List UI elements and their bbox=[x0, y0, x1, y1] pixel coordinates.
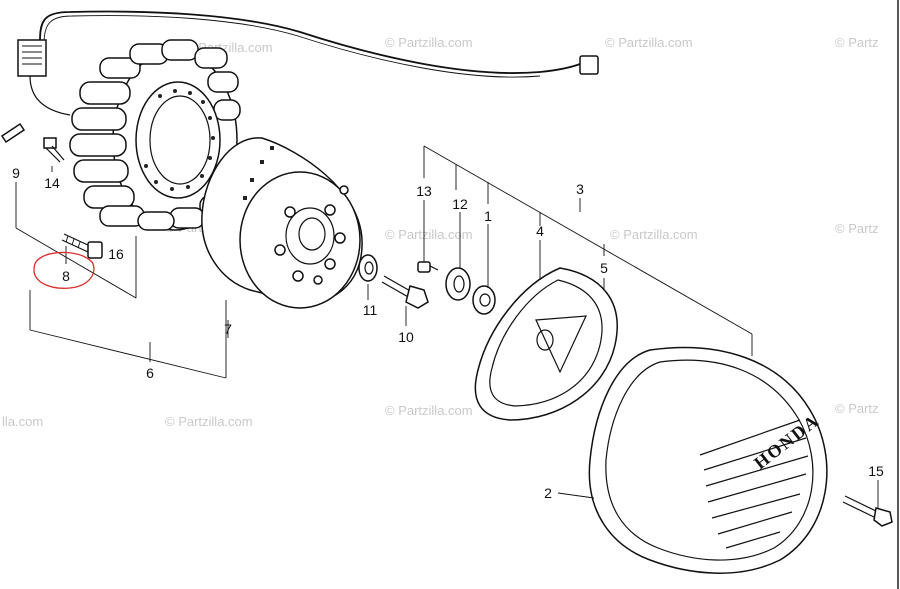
callout-3: 3 bbox=[576, 181, 584, 197]
washer-11-icon bbox=[358, 254, 378, 282]
watermark: © Partzilla.com bbox=[605, 35, 693, 50]
seal-12-icon bbox=[445, 267, 471, 301]
gasket bbox=[474, 267, 618, 421]
watermark: © Partzilla.com bbox=[610, 227, 698, 242]
callout-13: 13 bbox=[416, 183, 432, 199]
callout-10: 10 bbox=[398, 329, 414, 345]
nut-1-icon bbox=[472, 285, 496, 315]
screw-14-icon bbox=[43, 137, 65, 163]
watermark: © Partzilla.com bbox=[385, 35, 473, 50]
watermark: © Partzilla.com bbox=[165, 414, 253, 429]
wiring-harness bbox=[17, 10, 599, 116]
callout-7: 7 bbox=[224, 321, 232, 337]
callout-9: 9 bbox=[12, 165, 20, 181]
generator-cover: HONDA bbox=[588, 346, 828, 574]
watermark-partial: © Partz bbox=[835, 221, 879, 236]
stator-coils bbox=[69, 39, 241, 231]
callouts: 1 2 3 4 5 6 7 8 9 10 11 12 13 14 15 16 bbox=[12, 165, 884, 501]
screw-13-icon bbox=[417, 261, 439, 273]
leader-lines bbox=[15, 145, 879, 508]
callout-1: 1 bbox=[484, 208, 492, 224]
callout-2: 2 bbox=[544, 485, 552, 501]
watermarks: © Partzilla.com © Partzilla.com © Partzi… bbox=[2, 35, 879, 429]
wire-clip bbox=[0, 122, 26, 144]
callout-14: 14 bbox=[44, 175, 60, 191]
flywheel bbox=[201, 137, 363, 309]
connector-icon bbox=[579, 55, 599, 75]
callout-4: 4 bbox=[536, 223, 544, 239]
bolt-10-icon bbox=[381, 275, 429, 309]
stator bbox=[69, 39, 241, 231]
callout-15: 15 bbox=[868, 463, 884, 479]
callout-5: 5 bbox=[600, 260, 608, 276]
watermark: © Partzilla.com bbox=[385, 227, 473, 242]
highlight-circle bbox=[33, 251, 95, 289]
watermark-partial: lla.com bbox=[2, 414, 43, 429]
watermark-partial: © Partz bbox=[835, 401, 879, 416]
callout-16: 16 bbox=[108, 246, 124, 262]
callout-12: 12 bbox=[452, 196, 468, 212]
watermark: © Partzilla.com bbox=[385, 403, 473, 418]
watermark-partial: © Partz bbox=[835, 35, 879, 50]
callout-8: 8 bbox=[62, 268, 70, 284]
bolt-15-icon bbox=[842, 495, 893, 527]
callout-11: 11 bbox=[363, 302, 378, 318]
callout-6: 6 bbox=[146, 365, 154, 381]
bolt-16-icon bbox=[61, 233, 103, 259]
